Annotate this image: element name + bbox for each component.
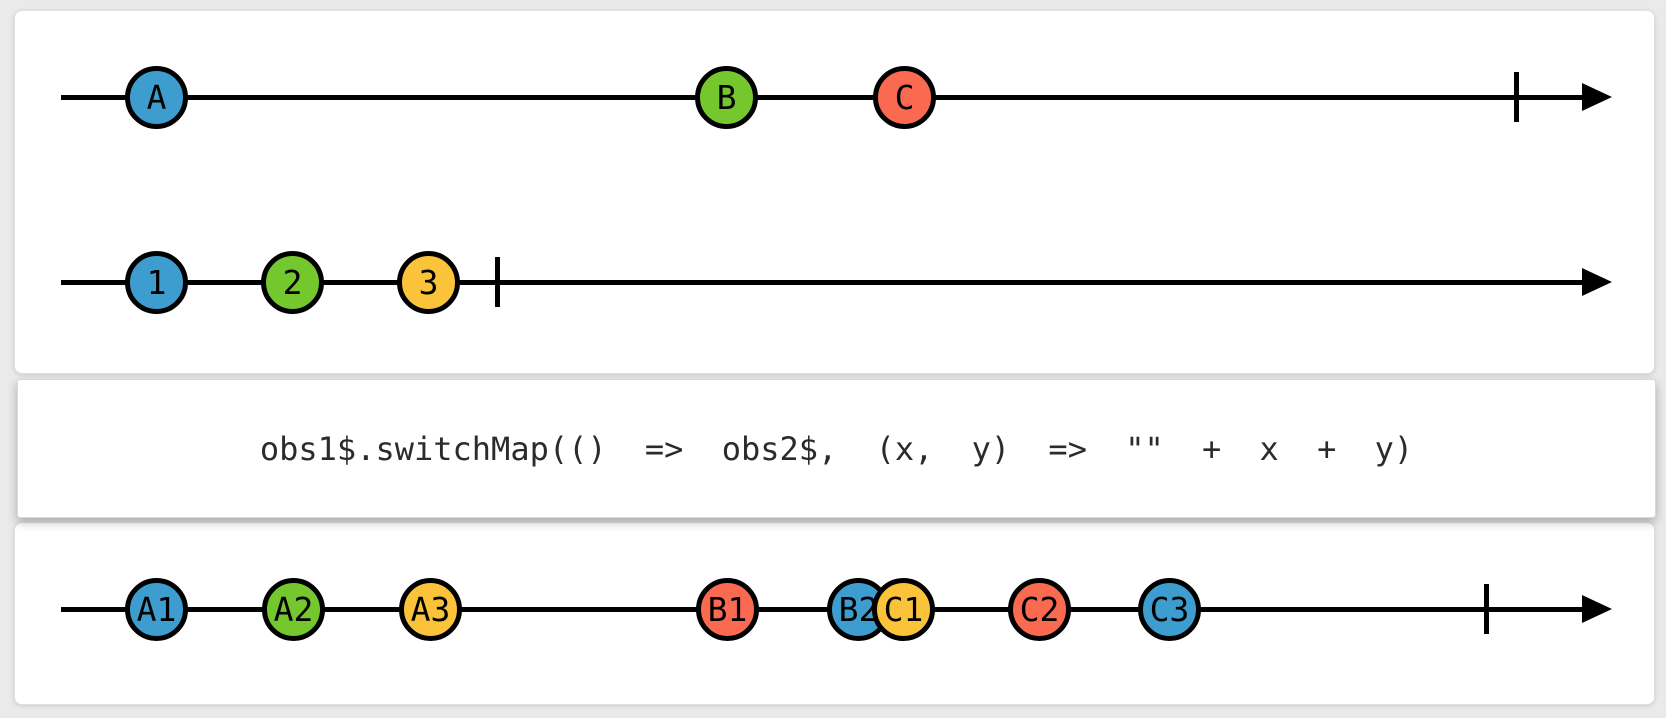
marble-3: 3 bbox=[397, 251, 460, 314]
marble-C2: C2 bbox=[1008, 578, 1071, 641]
marble-B: B bbox=[695, 66, 758, 129]
marble-2: 2 bbox=[261, 251, 324, 314]
marble-B1: B1 bbox=[696, 578, 759, 641]
marble-A3: A3 bbox=[399, 578, 462, 641]
operator-code-card: obs1$.switchMap(() => obs2$, (x, y) => "… bbox=[17, 379, 1656, 518]
operator-code-text: obs1$.switchMap(() => obs2$, (x, y) => "… bbox=[259, 429, 1414, 468]
marble-C3: C3 bbox=[1138, 578, 1201, 641]
completion-bar bbox=[1514, 72, 1519, 122]
marble-A2: A2 bbox=[262, 578, 325, 641]
marble-C: C bbox=[873, 66, 936, 129]
marble-C1: C1 bbox=[872, 578, 935, 641]
marble-A1: A1 bbox=[125, 578, 188, 641]
completion-bar bbox=[495, 257, 500, 307]
timeline-arrowhead bbox=[1582, 83, 1612, 111]
marble-1: 1 bbox=[125, 251, 188, 314]
timeline-axis bbox=[61, 95, 1585, 100]
timeline-arrowhead bbox=[1582, 268, 1612, 296]
timeline-axis bbox=[61, 607, 1585, 612]
timeline-axis bbox=[61, 280, 1585, 285]
completion-bar bbox=[1484, 584, 1489, 634]
marble-A: A bbox=[125, 66, 188, 129]
timeline-arrowhead bbox=[1582, 595, 1612, 623]
